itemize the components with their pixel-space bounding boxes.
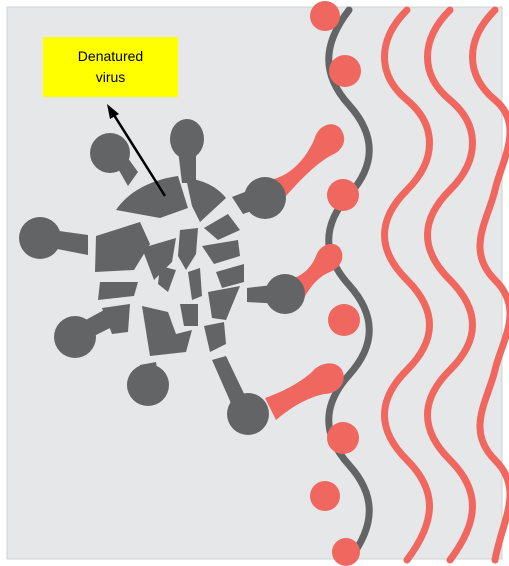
capsid-fragment (204, 214, 240, 240)
lipid-head (328, 304, 360, 336)
membrane-line-1 (381, 6, 433, 564)
virus-spike (127, 362, 169, 406)
label-arrow (107, 104, 167, 197)
capsid-fragment (142, 306, 192, 356)
capsid-fragment (208, 286, 240, 320)
binding-connector (294, 243, 343, 298)
label-box-background (43, 37, 178, 97)
arrow-head-icon (107, 104, 119, 119)
capsid-fragment (188, 268, 202, 300)
membrane-line-3 (469, 6, 509, 564)
lipid-head (310, 481, 340, 511)
virus-spike (90, 133, 138, 186)
virus-spike (232, 177, 286, 219)
virus-spike (212, 356, 269, 435)
membrane-lipid-heads (310, 1, 361, 566)
capsid-fragment (116, 176, 188, 218)
binding-connector (265, 363, 344, 420)
membrane-line-2 (424, 6, 476, 564)
capsid-fragment (95, 222, 150, 272)
membrane-gray-line (325, 6, 373, 564)
capsid-fragment (158, 266, 176, 292)
binding-connector (270, 124, 345, 196)
virus-spike (54, 310, 110, 358)
label-box: Denatured virus (43, 37, 178, 97)
lipid-head (332, 538, 360, 566)
virus-spike (170, 119, 204, 183)
binding-connectors (265, 124, 345, 420)
denatured-virus-label: Denatured virus (77, 48, 144, 85)
capsid-fragment (216, 264, 244, 288)
denatured-virus (19, 119, 305, 435)
lipid-head (310, 1, 340, 31)
arrow-shaft (112, 114, 167, 197)
capsid-fragment (178, 228, 198, 270)
capsid-fragment (142, 238, 176, 280)
capsid-fragment (102, 304, 130, 334)
lipid-head (327, 422, 359, 454)
virus-spike (19, 217, 88, 259)
diagram-background (6, 6, 503, 560)
lipid-head (329, 55, 361, 87)
capsid-fragment (98, 282, 138, 300)
capsid-fragment (186, 178, 226, 222)
capsid-fragment (180, 304, 198, 326)
virus-spike (247, 274, 305, 314)
membrane-layers (381, 6, 509, 564)
capsid-fragment (202, 240, 240, 264)
capsid-fragment (204, 322, 226, 352)
lipid-head (327, 179, 359, 211)
